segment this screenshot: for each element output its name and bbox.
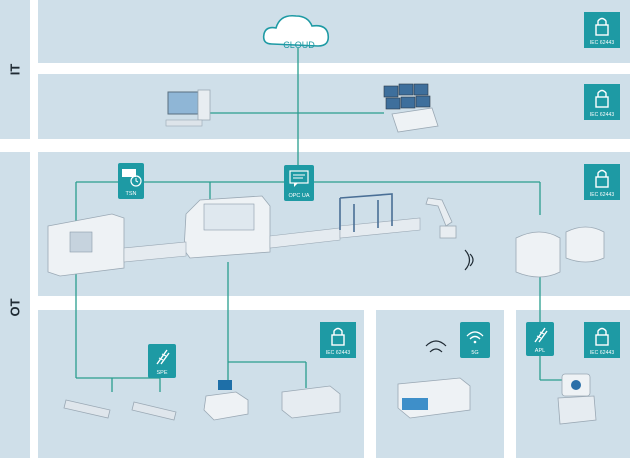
valve-actuator-icon: [203, 380, 249, 421]
security-tag-text: IEC 62443: [325, 350, 351, 356]
process-tank-icon: [515, 226, 605, 278]
cloud-icon: [262, 14, 330, 47]
clock-icon: [122, 169, 142, 187]
fiveg-node: 5G: [460, 322, 490, 358]
cloud-label: CLOUD: [283, 40, 315, 50]
apl-node: APL: [526, 322, 554, 356]
control-station-icon: [383, 83, 439, 133]
opc-ua-node: OPC UA: [284, 165, 314, 201]
tsn-node: TSN: [118, 163, 144, 199]
lock-icon: [331, 327, 345, 346]
zone-it-panel: [38, 74, 630, 139]
apl-label: APL: [534, 348, 546, 354]
side-label-strip: [0, 0, 30, 458]
packaging-machine-icon: [183, 195, 271, 259]
security-tag-text: IEC 62443: [589, 350, 615, 356]
desktop-computer-icon: [165, 89, 211, 127]
wireless-signal-icon: [464, 249, 474, 271]
message-icon: [289, 170, 309, 187]
sensor-icon: [63, 399, 177, 421]
conveyor-icon: [123, 217, 421, 263]
robot-arm-icon: [425, 197, 457, 239]
security-badge-cloud: IEC 62443: [584, 12, 620, 48]
gantry-robot-icon: [339, 193, 393, 232]
ot-zone-label: OT: [7, 298, 23, 317]
machine-tool-icon: [47, 213, 125, 277]
dna-icon: [156, 349, 170, 365]
security-tag-text: IEC 62443: [589, 192, 615, 198]
security-badge-it: IEC 62443: [584, 84, 620, 120]
dna-icon: [534, 327, 548, 343]
zone-cloud-panel: [38, 0, 630, 63]
security-badge-plant: IEC 62443: [584, 164, 620, 200]
it-zone-label: IT: [7, 63, 23, 76]
lock-icon: [595, 89, 609, 108]
flow-meter-icon: [557, 373, 597, 425]
lock-icon: [595, 327, 609, 346]
spe-node: SPE: [148, 344, 176, 378]
opc-ua-label: OPC UA: [288, 193, 310, 199]
security-badge-field-left: IEC 62443: [320, 322, 356, 358]
spe-label: SPE: [156, 370, 168, 376]
lock-icon: [595, 17, 609, 36]
it-ot-divider: [0, 139, 30, 152]
security-tag-text: IEC 62443: [589, 40, 615, 46]
lock-icon: [595, 169, 609, 188]
security-badge-field-right: IEC 62443: [584, 322, 620, 358]
wifi-icon: [466, 331, 484, 344]
zone-field-panel-left: [38, 310, 364, 458]
security-tag-text: IEC 62443: [589, 112, 615, 118]
fiveg-label: 5G: [471, 350, 479, 356]
tsn-label: TSN: [125, 191, 137, 197]
motor-icon: [281, 385, 341, 419]
mobile-robot-icon: [397, 340, 471, 419]
